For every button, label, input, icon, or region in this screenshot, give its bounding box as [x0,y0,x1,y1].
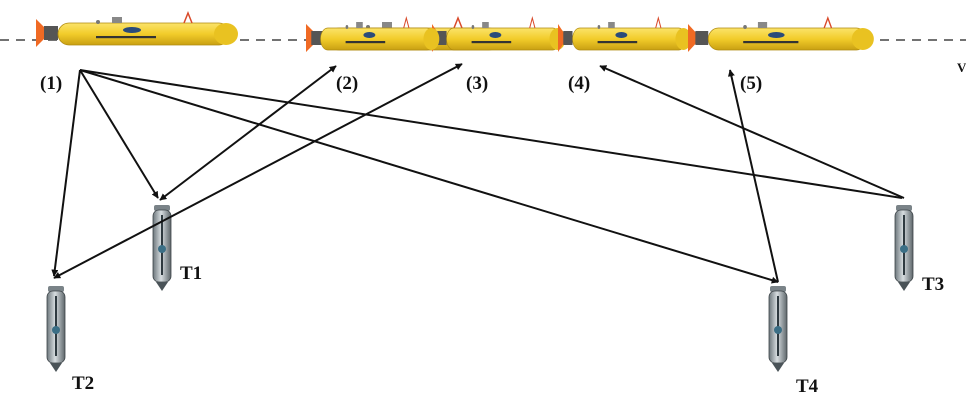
ranging-arrows [51,63,905,284]
auv-icon-5 [687,17,875,53]
auv-icon-2-body [305,17,441,53]
auv-label-1: (1) [40,73,62,94]
path-end-mark: V [957,60,966,75]
transponder-label-t3: T3 [922,274,944,295]
arrow-1-t2 [51,69,81,277]
auv-label-4: (4) [568,73,590,94]
auv-label-5: (5) [740,73,762,94]
arrow-t2-3 [53,63,463,279]
auv-label-2: (2) [336,73,358,94]
transponder-label-t1: T1 [180,263,202,284]
transponder-label-t2: T2 [72,373,94,394]
auv-icon-3 [431,17,567,53]
arrow-1-t3-a [79,69,903,199]
arrow-t3-4 [599,65,905,199]
arrow-t4-5 [727,69,779,283]
transponder-icon-t3 [894,204,914,292]
auv-icon-1 [35,12,239,48]
auv-label-3: (3) [466,73,488,94]
transponder-label-t4: T4 [796,376,819,394]
arrow-1-t4 [79,69,779,284]
transponder-icon-t2 [46,285,66,373]
auv-icon-4 [557,17,693,53]
transponder-icon-t4 [768,285,788,373]
